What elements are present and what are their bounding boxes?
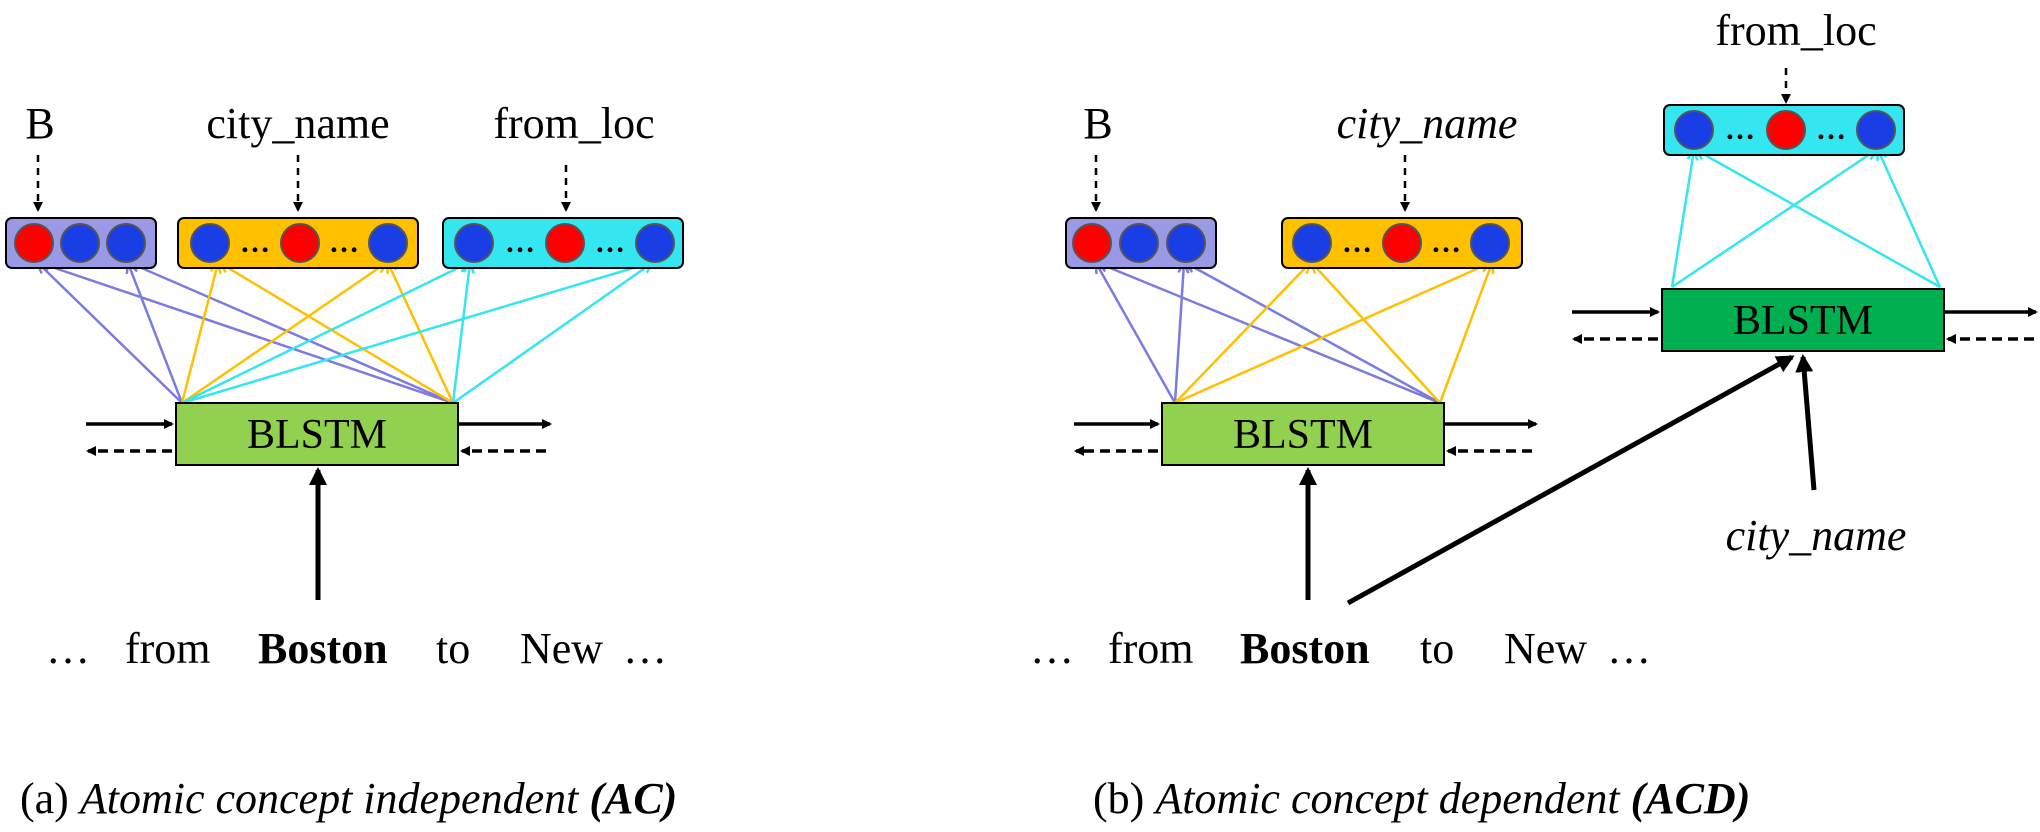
panel-b: … … … … B city_name from_loc BLSTM BLSTM bbox=[1030, 6, 2038, 823]
ellipsis-dots: … bbox=[595, 226, 625, 259]
panel-a-output-city: … … bbox=[177, 217, 419, 269]
panel-a-blstm-label: BLSTM bbox=[247, 412, 387, 458]
panel-b-output-city: … … bbox=[1281, 217, 1523, 269]
panel-b-sentence: … from Boston to New … bbox=[1030, 624, 1651, 673]
panel-b-output-loc: … … bbox=[1663, 104, 1905, 156]
panel-b-blstm-top-label: BLSTM bbox=[1733, 298, 1873, 344]
panel-a-caption: (a) Atomic concept independent (AC) bbox=[20, 774, 677, 823]
panel-a-blstm-box bbox=[175, 402, 459, 466]
ellipsis-dots: … bbox=[1725, 113, 1755, 146]
ellipsis-dots: … bbox=[1816, 113, 1846, 146]
panel-a-label-b: B bbox=[25, 99, 54, 148]
panel-a: … … … … B city_name from_loc BLSTM … bbox=[5, 99, 684, 823]
panel-b-label-b: B bbox=[1083, 99, 1112, 148]
panel-a-output-loc: … … bbox=[442, 217, 684, 269]
panel-a-label-loc: from_loc bbox=[493, 99, 654, 148]
panel-b-blstm-bottom-box bbox=[1161, 402, 1445, 466]
ellipsis-dots: … bbox=[1431, 226, 1461, 259]
panel-a-label-city: city_name bbox=[206, 99, 389, 148]
panel-a-output-b bbox=[5, 217, 157, 269]
panel-b-connections bbox=[1096, 150, 1942, 405]
panel-b-blstm-bottom-label: BLSTM bbox=[1233, 412, 1373, 458]
ellipsis-dots: … bbox=[240, 226, 270, 259]
panel-a-connections bbox=[38, 263, 652, 405]
ellipsis-dots: … bbox=[329, 226, 359, 259]
panel-b-label-city: city_name bbox=[1337, 99, 1518, 148]
panel-a-sentence: … from Boston to New … bbox=[46, 624, 667, 673]
panel-b-blstm-top-box bbox=[1661, 288, 1945, 352]
panel-b-output-b bbox=[1065, 217, 1217, 269]
ellipsis-dots: … bbox=[505, 226, 535, 259]
panel-b-label-loc: from_loc bbox=[1715, 6, 1876, 55]
panel-b-side-input: city_name bbox=[1726, 511, 1907, 560]
ellipsis-dots: … bbox=[1342, 226, 1372, 259]
panel-b-caption: (b) Atomic concept dependent (ACD) bbox=[1093, 774, 1750, 823]
